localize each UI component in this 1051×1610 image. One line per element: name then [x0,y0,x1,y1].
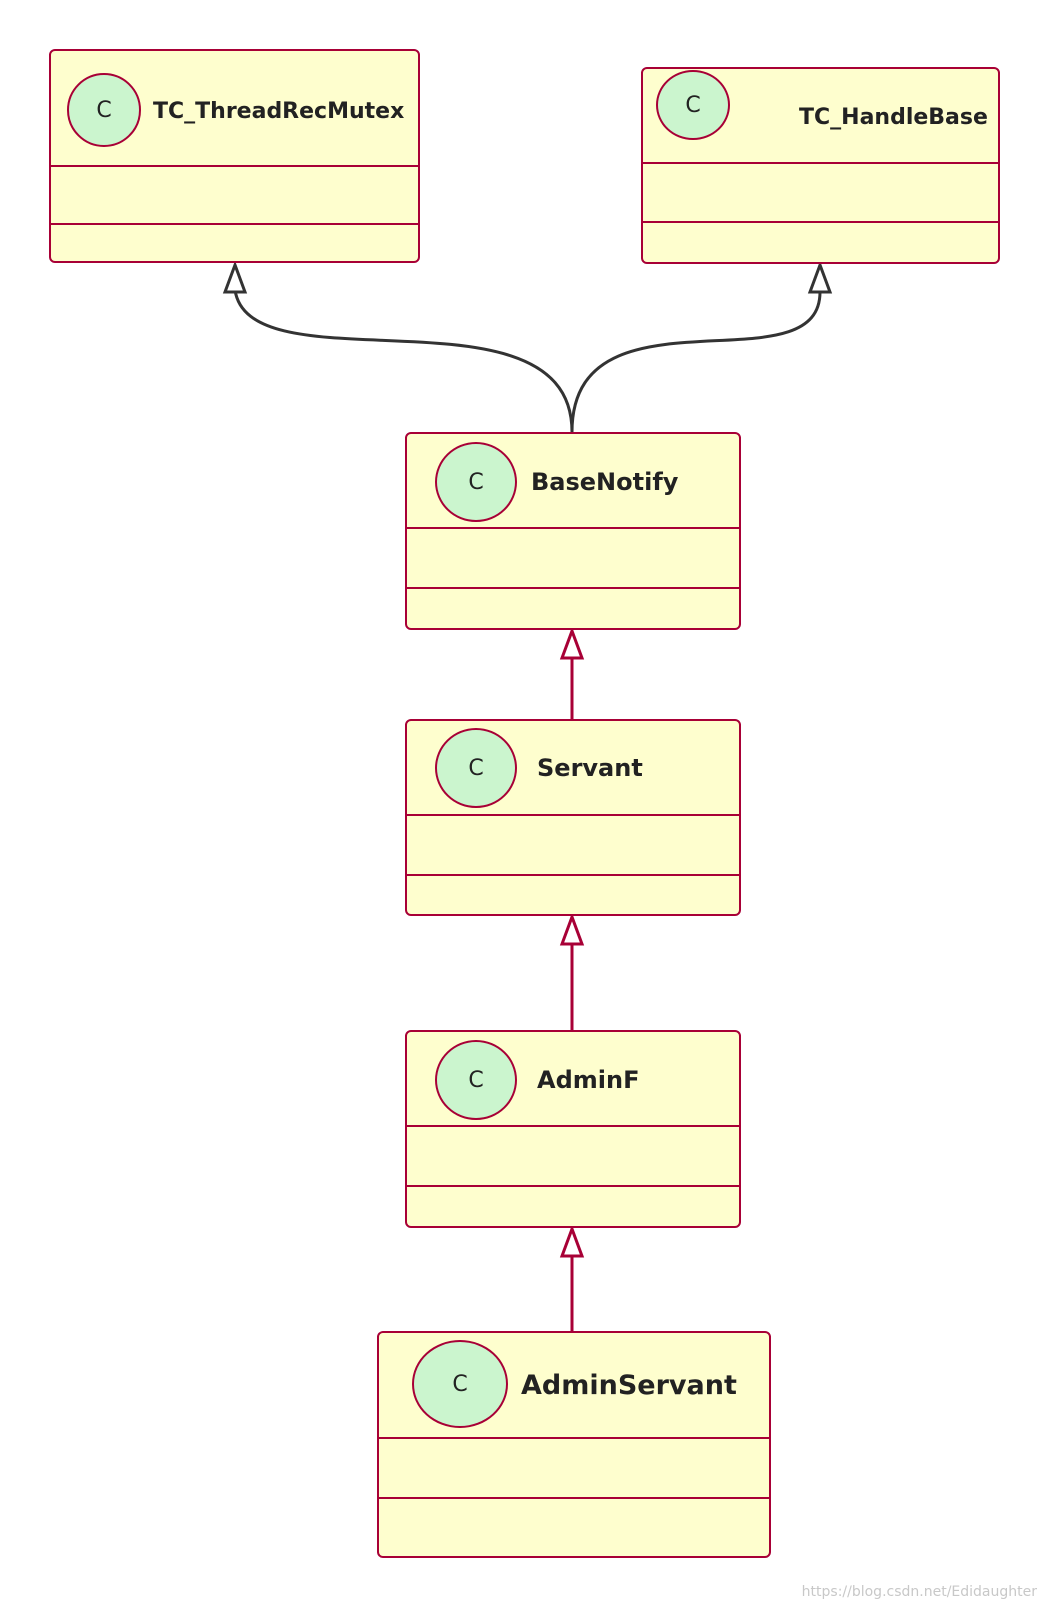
arrowhead-servant [559,912,585,946]
class-basenotify[interactable]: C BaseNotify [405,432,741,630]
class-methods-section [407,1187,739,1226]
class-name: AdminServant [521,1370,737,1401]
arrowhead-adminf [559,1224,585,1258]
class-adminf[interactable]: C AdminF [405,1030,741,1228]
class-stereotype-circle: C [435,728,517,808]
class-methods-section [643,223,998,262]
arrowhead-basenotify [559,626,585,660]
arrowhead-tc-threadrecmutex [222,260,248,294]
class-attributes-section [407,529,739,589]
class-stereotype-circle: C [67,73,141,147]
class-methods-section [51,225,418,283]
class-header: C AdminF [407,1032,739,1127]
class-tc-handlebase[interactable]: C TC_HandleBase [641,67,1000,264]
class-name: BaseNotify [531,468,679,496]
class-stereotype-circle: C [656,70,730,140]
class-methods-section [407,589,739,628]
class-name: AdminF [537,1066,640,1094]
class-methods-section [407,876,739,914]
edge-basenotify-to-tc-handlebase [570,291,822,433]
class-attributes-section [643,164,998,223]
class-stereotype-circle: C [435,1040,517,1120]
class-adminservant[interactable]: C AdminServant [377,1331,771,1558]
class-header: C TC_ThreadRecMutex [51,51,418,167]
class-attributes-section [407,816,739,876]
edge-basenotify-to-tc-threadrecmutex [233,289,574,433]
class-methods-section [379,1499,769,1556]
class-tc-threadrecmutex[interactable]: C TC_ThreadRecMutex [49,49,420,263]
class-header: C AdminServant [379,1333,769,1439]
class-attributes-section [407,1127,739,1187]
arrowhead-tc-handlebase [807,260,833,294]
class-header: C Servant [407,721,739,816]
class-attributes-section [51,167,418,225]
class-name: TC_HandleBase [799,105,988,130]
class-stereotype-circle: C [435,442,517,522]
class-name: Servant [537,754,643,782]
class-stereotype-circle: C [412,1340,508,1428]
class-attributes-section [379,1439,769,1499]
watermark-text: https://blog.csdn.net/Edidaughter [801,1584,1037,1600]
class-servant[interactable]: C Servant [405,719,741,916]
class-header: C TC_HandleBase [643,69,998,164]
class-header: C BaseNotify [407,434,739,529]
class-name: TC_ThreadRecMutex [153,99,405,124]
